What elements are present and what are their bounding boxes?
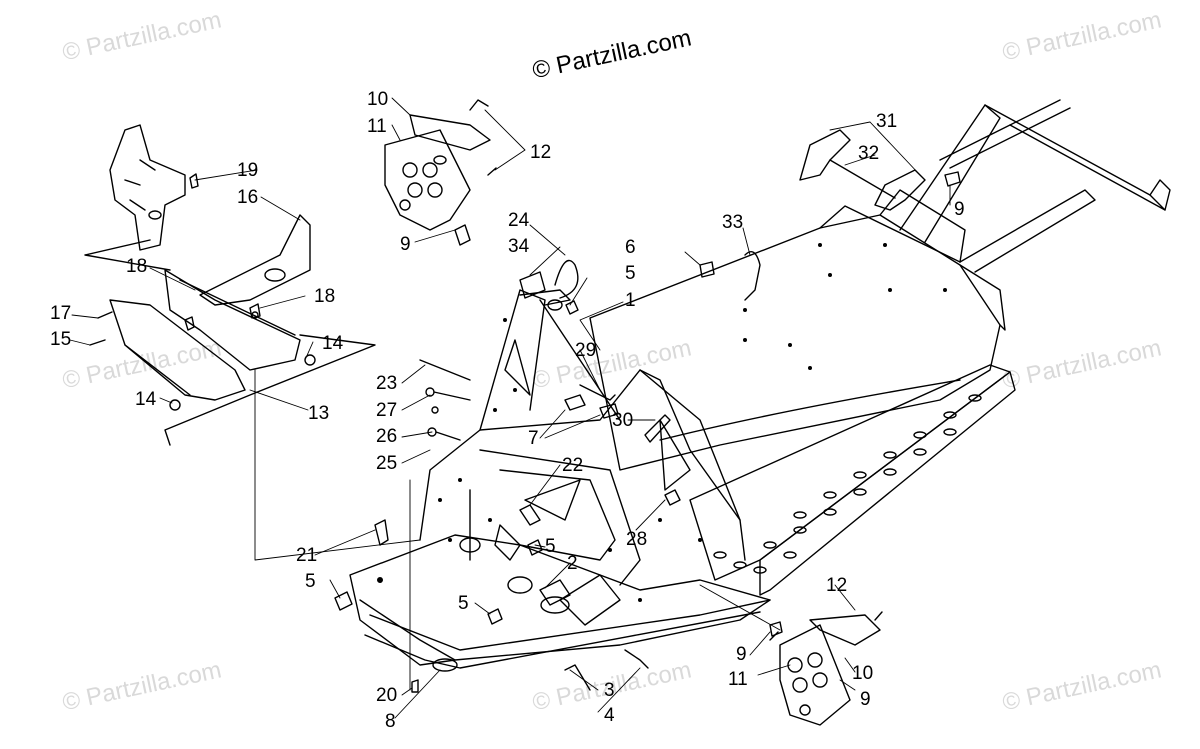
- callout-27: 27: [376, 400, 398, 421]
- callout-26: 26: [376, 426, 398, 447]
- tunnel: [589, 99, 1171, 471]
- callout-5: 5: [545, 536, 556, 557]
- callout-28: 28: [626, 529, 648, 550]
- callout-3: 3: [604, 680, 615, 701]
- rear-brackets: [799, 129, 926, 211]
- callout-24: 24: [508, 210, 530, 231]
- callout-17: 17: [50, 303, 72, 324]
- callout-25: 25: [376, 453, 398, 474]
- callout-10: 10: [852, 663, 874, 684]
- callout-18: 18: [314, 286, 336, 307]
- callout-21: 21: [296, 545, 318, 566]
- skid-plate-top: [384, 99, 497, 246]
- callout-7: 7: [528, 428, 539, 449]
- left-bracket-upper: [109, 124, 311, 306]
- chassis-front: [349, 289, 771, 669]
- callout-12: 12: [826, 575, 848, 596]
- callout-20: 20: [376, 685, 398, 706]
- callout-32: 32: [858, 143, 880, 164]
- callout-11: 11: [367, 116, 387, 137]
- callout-11: 11: [728, 669, 748, 690]
- callout-22: 22: [562, 455, 584, 476]
- callout-23: 23: [376, 373, 398, 394]
- callout-6: 6: [625, 237, 636, 258]
- callout-34: 34: [508, 236, 530, 257]
- callout-15: 15: [50, 329, 72, 350]
- callout-19: 19: [237, 160, 259, 181]
- callout-30: 30: [612, 410, 634, 431]
- callout-14: 14: [135, 389, 157, 410]
- callout-14: 14: [322, 333, 344, 354]
- callout-8: 8: [385, 711, 396, 732]
- callout-29: 29: [575, 340, 597, 361]
- callout-4: 4: [604, 705, 615, 726]
- callout-9: 9: [400, 234, 411, 255]
- callout-1: 1: [625, 290, 636, 311]
- callout-31: 31: [876, 111, 898, 132]
- leader-lines: [69, 97, 951, 719]
- callout-5: 5: [305, 571, 316, 592]
- callout-5: 5: [458, 593, 469, 614]
- callout-2: 2: [567, 553, 578, 574]
- running-board: [689, 364, 1016, 596]
- callout-5: 5: [625, 263, 636, 284]
- callout-9: 9: [860, 689, 871, 710]
- hardware: [89, 171, 961, 693]
- callout-9: 9: [954, 199, 965, 220]
- callout-16: 16: [237, 187, 259, 208]
- callout-33: 33: [722, 212, 744, 233]
- callout-9: 9: [736, 644, 747, 665]
- callout-18: 18: [126, 256, 148, 277]
- callout-12: 12: [530, 142, 552, 163]
- callout-10: 10: [367, 89, 389, 110]
- skid-plate-bottom: [769, 611, 883, 726]
- callout-13: 13: [308, 403, 330, 424]
